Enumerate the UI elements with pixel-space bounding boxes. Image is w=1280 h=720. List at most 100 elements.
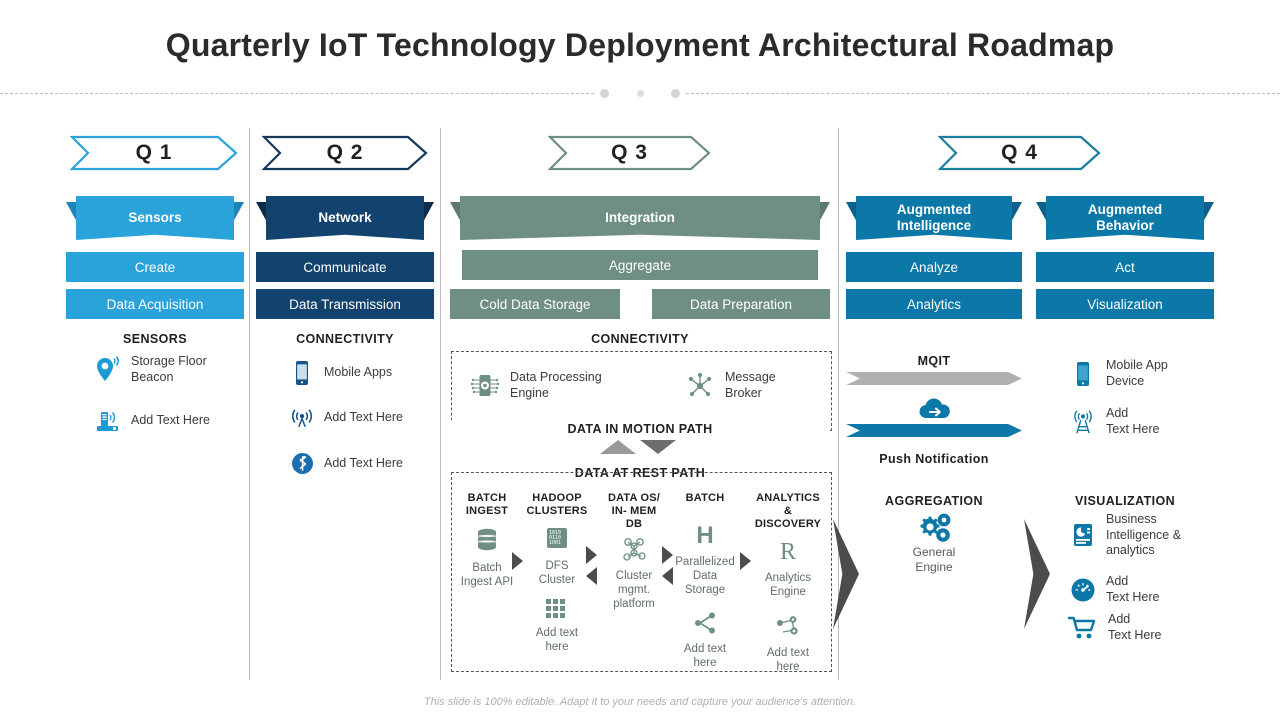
smartphone-icon — [290, 360, 314, 386]
list-item-q1-beacon: Storage Floor Beacon — [95, 354, 245, 385]
divider-q3-q4 — [838, 128, 839, 680]
grid-col-batch: BATCH H Parallelized Data Storage Add — [672, 492, 738, 670]
list-item-q4-cart-label: Add Text Here — [1108, 612, 1162, 642]
grid-col-analytics-discovery: ANALYTICS & DISCOVERY R Analytics Engine — [752, 492, 824, 674]
hadoop-h-icon: H — [672, 521, 738, 552]
banner-q1: Sensors — [66, 196, 244, 240]
quarter-label-q3: Q 3 — [611, 141, 648, 164]
list-item-q1-beacon-label: Storage Floor Beacon — [131, 354, 207, 384]
grid-col-data-os: DATA OS/ IN- MEM DB Cluster mgmt. platfo… — [602, 492, 666, 611]
grid-col-caption: DFS Cluster — [538, 559, 576, 586]
bar-q3-data-preparation: Data Preparation — [652, 289, 830, 319]
r-language-icon: R — [752, 537, 824, 568]
dot-mid — [636, 89, 644, 97]
quarter-header-q2[interactable]: Q 2 — [262, 135, 428, 171]
share-branch-icon — [672, 611, 738, 640]
cloud-arrow-icon — [915, 396, 955, 429]
grid-col-caption: Analytics Engine — [764, 571, 812, 598]
list-item-q4-mobile-app-device: Mobile App Device — [1070, 358, 1168, 389]
grid-col-header: DATA OS/ IN- MEM DB — [607, 492, 661, 530]
list-item-q2-bluetooth: Add Text Here — [290, 452, 403, 475]
dot-left — [600, 88, 609, 98]
arrow-right-1-icon — [512, 552, 524, 575]
list-item-q3-dpe-label: Data Processing Engine — [510, 370, 602, 400]
gauge-icon — [1070, 577, 1096, 603]
sensor-gateway-icon — [95, 408, 121, 434]
quarter-header-q1[interactable]: Q 1 — [70, 135, 238, 171]
svg-text:R: R — [780, 539, 796, 563]
bar-q4-visualization: Visualization — [1036, 289, 1214, 319]
wifi-signal-icon — [290, 406, 314, 430]
bar-q1-data-acquisition: Data Acquisition — [66, 289, 244, 319]
list-item-q2-mobile-apps-label: Mobile Apps — [324, 365, 393, 380]
list-item-q3-message-broker: Message Broker — [685, 370, 776, 401]
data-processing-chip-icon — [470, 372, 500, 400]
list-item-q3-broker-label: Message Broker — [725, 370, 776, 400]
divider-q2-q3 — [440, 128, 441, 680]
bar-q4-analyze: Analyze — [846, 252, 1022, 282]
label-push-notification: Push Notification — [879, 452, 989, 466]
caption-q1-sensors: SENSORS — [123, 332, 187, 346]
arrow-right-4-icon — [740, 552, 752, 575]
beacon-pin-icon — [95, 355, 121, 385]
flow-chevron-left-icon — [833, 519, 859, 629]
grid-col-caption: Batch Ingest API — [460, 561, 514, 588]
bar-q1-create: Create — [66, 252, 244, 282]
arrow-bar-mqit — [846, 372, 1022, 385]
database-stack-icon — [458, 526, 516, 557]
grid-col-header: BATCH — [685, 492, 725, 504]
svg-text:1010: 1010 — [549, 530, 561, 536]
list-item-q4-antenna: Add Text Here — [1070, 406, 1160, 437]
label-data-in-motion-path: DATA IN MOTION PATH — [450, 420, 830, 438]
caption-visualization: VISUALIZATION — [1074, 494, 1176, 508]
list-item-q4-gauge-label: Add Text Here — [1106, 574, 1160, 604]
title-dot-ornament — [594, 86, 686, 100]
quarter-header-q3[interactable]: Q 3 — [548, 135, 711, 171]
quarter-label-q1: Q 1 — [135, 141, 173, 164]
list-item-q4-bi-label: Business Intelligence & analytics — [1106, 512, 1182, 558]
footer-note: This slide is 100% editable. Adapt it to… — [423, 696, 857, 708]
banner-q3-label: Integration — [460, 196, 820, 240]
list-item-q4-cart: Add Text Here — [1068, 612, 1162, 643]
banner-q1-label: Sensors — [76, 196, 234, 240]
bar-q2-data-transmission: Data Transmission — [256, 289, 434, 319]
grid-blocks-icon — [525, 597, 589, 624]
label-general-engine: General Engine — [912, 545, 956, 574]
bluetooth-icon — [290, 452, 314, 475]
quarter-header-q4[interactable]: Q 4 — [938, 135, 1101, 171]
shopping-cart-icon — [1068, 615, 1098, 641]
caption-q2-connectivity: CONNECTIVITY — [296, 332, 394, 346]
banner-q2-label: Network — [266, 196, 424, 240]
message-broker-node-icon — [685, 372, 715, 400]
banner-q4-right-label: Augmented Behavior — [1046, 196, 1204, 240]
page-title: Quarterly IoT Technology Deployment Arch… — [165, 27, 1115, 63]
arrow-bar-push-notification — [846, 424, 1022, 437]
banner-q4-left-label: Augmented Intelligence — [856, 196, 1012, 240]
triangle-down-icon — [640, 440, 676, 454]
nodes-connect-icon — [752, 615, 824, 644]
list-item-q4-antenna-label: Add Text Here — [1106, 406, 1160, 436]
grid-col-header: BATCH INGEST — [465, 492, 509, 517]
list-item-q3-data-processing-engine: Data Processing Engine — [470, 370, 602, 401]
list-item-q2-wifi: Add Text Here — [290, 406, 403, 430]
arrow-left-2-icon — [586, 567, 598, 590]
bar-q3-cold-data-storage: Cold Data Storage — [450, 289, 620, 319]
quarter-label-q4: Q 4 — [1001, 141, 1038, 164]
chevron-outline-icon — [70, 135, 238, 171]
list-item-q2-mobile-apps: Mobile Apps — [290, 360, 392, 386]
svg-text:1001: 1001 — [549, 540, 561, 546]
divider-q1-q2 — [249, 128, 250, 680]
triangle-up-icon — [600, 440, 636, 454]
list-item-q4-bi-analytics: Business Intelligence & analytics — [1070, 512, 1181, 559]
bar-q4-act: Act — [1036, 252, 1214, 282]
grid-col-batch-ingest: BATCH INGEST Batch Ingest API — [458, 492, 516, 589]
arrow-left-3-icon — [662, 567, 674, 590]
banner-q4-augmented-intelligence: Augmented Intelligence — [846, 196, 1022, 240]
list-item-q1-add-text-label: Add Text Here — [131, 413, 210, 428]
chevron-outline-icon — [938, 135, 1101, 171]
caption-q3-connectivity: CONNECTIVITY — [591, 332, 689, 346]
bar-q4-analytics: Analytics — [846, 289, 1022, 319]
grid-col-caption-2: Add text here — [683, 643, 727, 670]
